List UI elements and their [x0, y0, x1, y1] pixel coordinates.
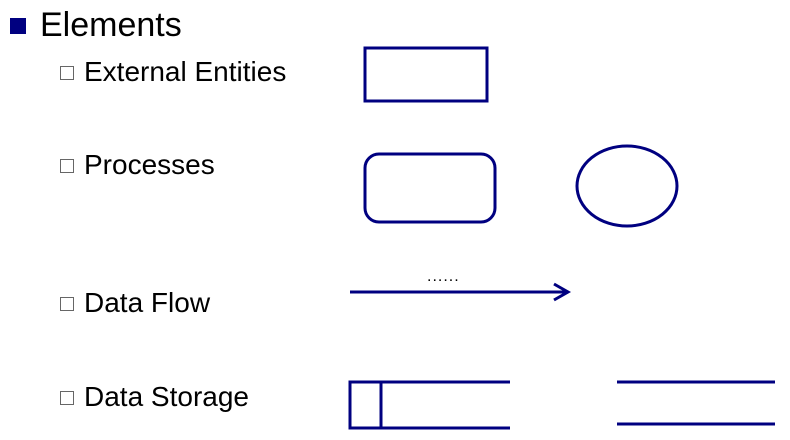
process-rounded-rectangle: [363, 152, 497, 224]
data-flow-label: ......: [427, 268, 460, 285]
item-label-external-entities: External Entities: [84, 56, 287, 87]
item-data-storage: Data Storage: [60, 377, 249, 417]
hollow-square-bullet-icon: [60, 297, 74, 311]
external-entity-rectangle: [363, 46, 489, 103]
heading-title: Elements: [40, 6, 182, 44]
data-flow-arrow-head: [553, 282, 572, 302]
data-store-open-box: [348, 380, 510, 430]
item-data-flow: Data Flow: [60, 283, 210, 323]
hollow-square-bullet-icon: [60, 391, 74, 405]
hollow-square-bullet-icon: [60, 159, 74, 173]
item-processes: Processes: [60, 145, 215, 185]
item-external-entities: External Entities: [60, 52, 286, 92]
hollow-square-bullet-icon: [60, 66, 74, 80]
item-label-data-flow: Data Flow: [84, 287, 211, 318]
process-circle: [575, 144, 679, 228]
item-label-processes: Processes: [84, 149, 215, 180]
heading-row: Elements: [10, 2, 182, 48]
square-bullet-icon: [10, 18, 26, 34]
item-label-data-storage: Data Storage: [84, 381, 249, 412]
